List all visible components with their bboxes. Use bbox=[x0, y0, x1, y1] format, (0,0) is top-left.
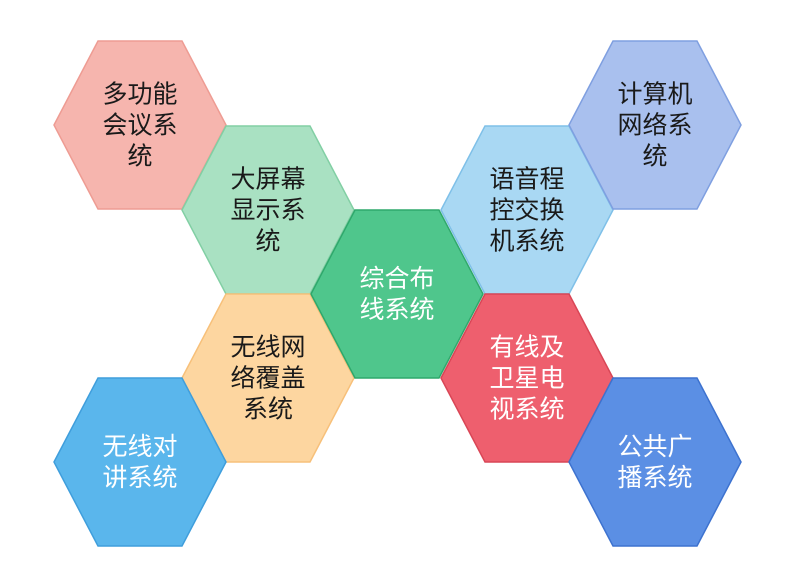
hex-label-line: 统 bbox=[642, 142, 667, 171]
hex-label-line: 有线及 bbox=[489, 333, 564, 362]
hex-label-line: 显示系 bbox=[230, 196, 305, 225]
hex-label-line: 线系统 bbox=[359, 295, 434, 324]
hex-label-line: 络覆盖 bbox=[230, 364, 305, 393]
hex-label-line: 公共广 bbox=[617, 432, 692, 461]
hex-label-line: 无线网 bbox=[230, 333, 305, 362]
hex-label-line: 大屏幕 bbox=[230, 165, 305, 194]
hex-label-line: 视系统 bbox=[489, 395, 564, 424]
hex-label-line: 讲系统 bbox=[102, 463, 177, 492]
hex-label-line: 控交换 bbox=[489, 196, 564, 225]
hexagon-shape bbox=[310, 209, 484, 379]
hex-label-line: 语音程 bbox=[489, 165, 564, 194]
hex-label-line: 多功能 bbox=[102, 80, 177, 109]
hexagon-shape bbox=[53, 40, 227, 210]
hexagon-shape bbox=[568, 377, 742, 547]
hex-label-line: 卫星电 bbox=[489, 364, 564, 393]
hexagon-shape bbox=[53, 377, 227, 547]
hex-label-line: 会议系 bbox=[102, 111, 177, 140]
hex-label-line: 计算机 bbox=[617, 80, 692, 109]
hex-label-line: 播系统 bbox=[617, 463, 692, 492]
hex-label-line: 综合布 bbox=[359, 264, 434, 293]
hex-label-line: 统 bbox=[127, 142, 152, 171]
hex-label-line: 机系统 bbox=[489, 227, 564, 256]
hex-label-line: 网络系 bbox=[617, 111, 692, 140]
hex-label-line: 无线对 bbox=[102, 432, 177, 461]
hex-label-line: 统 bbox=[255, 227, 280, 256]
hex-label-line: 系统 bbox=[243, 395, 293, 424]
hexagon-shape bbox=[568, 40, 742, 210]
